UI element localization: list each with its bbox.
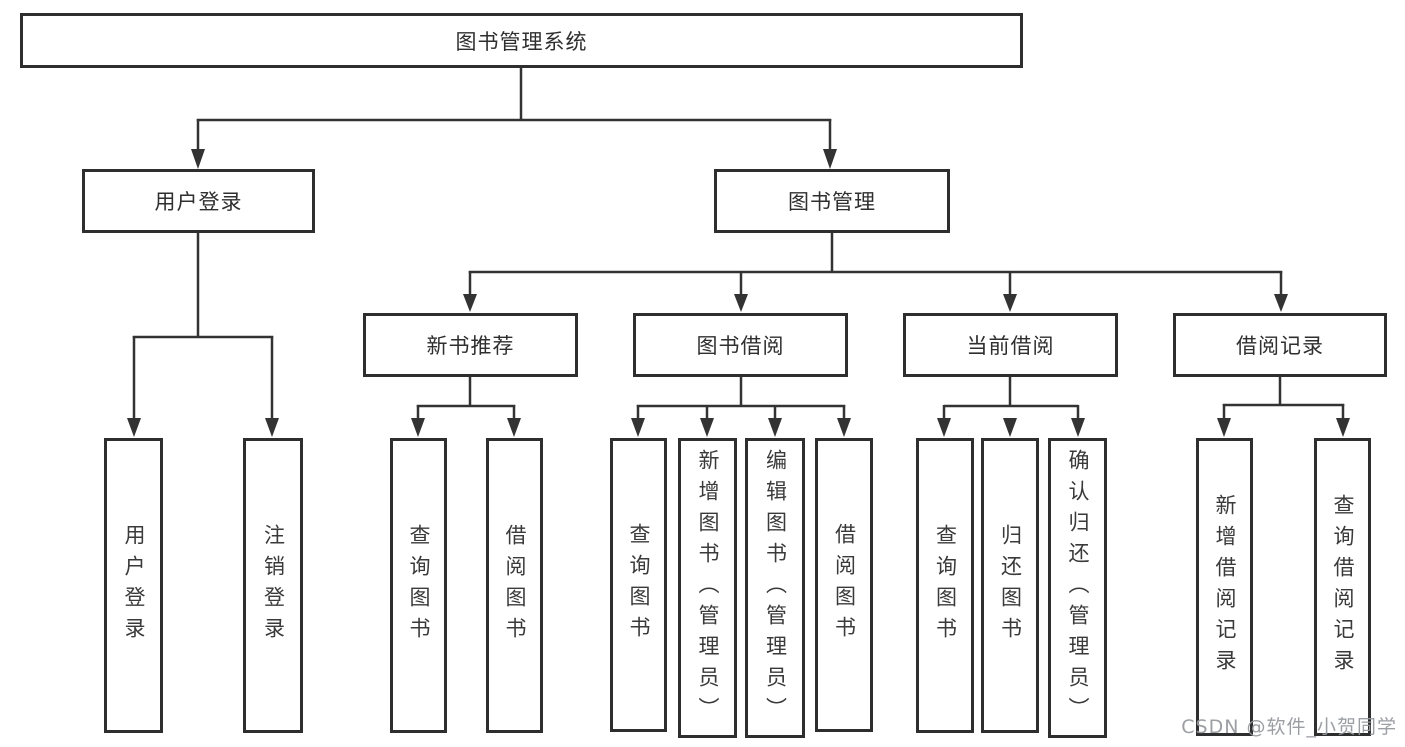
leaf-return-books: 归还图书 bbox=[981, 438, 1039, 733]
leaf-query-books-current: 查询图书 bbox=[916, 438, 974, 733]
leaf-logout-login: 注销登录 bbox=[243, 438, 303, 733]
leaf-label: 用户登录 bbox=[122, 523, 146, 648]
leaf-query-books-borrowing: 查询图书 bbox=[610, 438, 667, 732]
leaf-confirm-return-admin: 确认归还（管理员） bbox=[1048, 438, 1107, 738]
node-book-management: 图书管理 bbox=[714, 169, 950, 233]
leaf-user-login: 用户登录 bbox=[104, 438, 163, 733]
leaf-label: 编辑图书（管理员） bbox=[763, 448, 788, 728]
leaf-label: 确认归还（管理员） bbox=[1066, 448, 1090, 728]
leaf-query-books-recommend: 查询图书 bbox=[390, 438, 447, 733]
leaf-edit-books-admin: 编辑图书（管理员） bbox=[745, 438, 805, 738]
leaf-add-books-admin: 新增图书（管理员） bbox=[678, 438, 737, 738]
node-new-book-recommend: 新书推荐 bbox=[363, 313, 578, 377]
node-library-management-system: 图书管理系统 bbox=[20, 13, 1023, 68]
leaf-label: 查询借阅记录 bbox=[1331, 494, 1355, 680]
leaf-label: 新增借阅记录 bbox=[1213, 494, 1237, 680]
leaf-query-borrow-record: 查询借阅记录 bbox=[1314, 438, 1371, 736]
leaf-label: 借阅图书 bbox=[503, 523, 527, 648]
leaf-borrow-books-recommend: 借阅图书 bbox=[486, 438, 543, 733]
node-current-borrowing: 当前借阅 bbox=[903, 313, 1118, 377]
leaf-label: 查询图书 bbox=[627, 523, 651, 647]
leaf-label: 新增图书（管理员） bbox=[696, 448, 720, 728]
leaf-label: 查询图书 bbox=[933, 523, 958, 648]
csdn-watermark: CSDN @软件_小贺同学 bbox=[1181, 716, 1397, 738]
leaf-add-borrow-record: 新增借阅记录 bbox=[1196, 438, 1253, 736]
node-user-login: 用户登录 bbox=[82, 169, 315, 233]
leaf-label: 归还图书 bbox=[998, 523, 1023, 648]
leaf-label: 借阅图书 bbox=[832, 523, 857, 647]
leaf-label: 注销登录 bbox=[261, 523, 286, 648]
node-borrow-records: 借阅记录 bbox=[1173, 313, 1387, 377]
node-book-borrowing: 图书借阅 bbox=[633, 313, 848, 377]
leaf-label: 查询图书 bbox=[407, 523, 431, 648]
leaf-borrow-books-borrowing: 借阅图书 bbox=[815, 438, 873, 732]
